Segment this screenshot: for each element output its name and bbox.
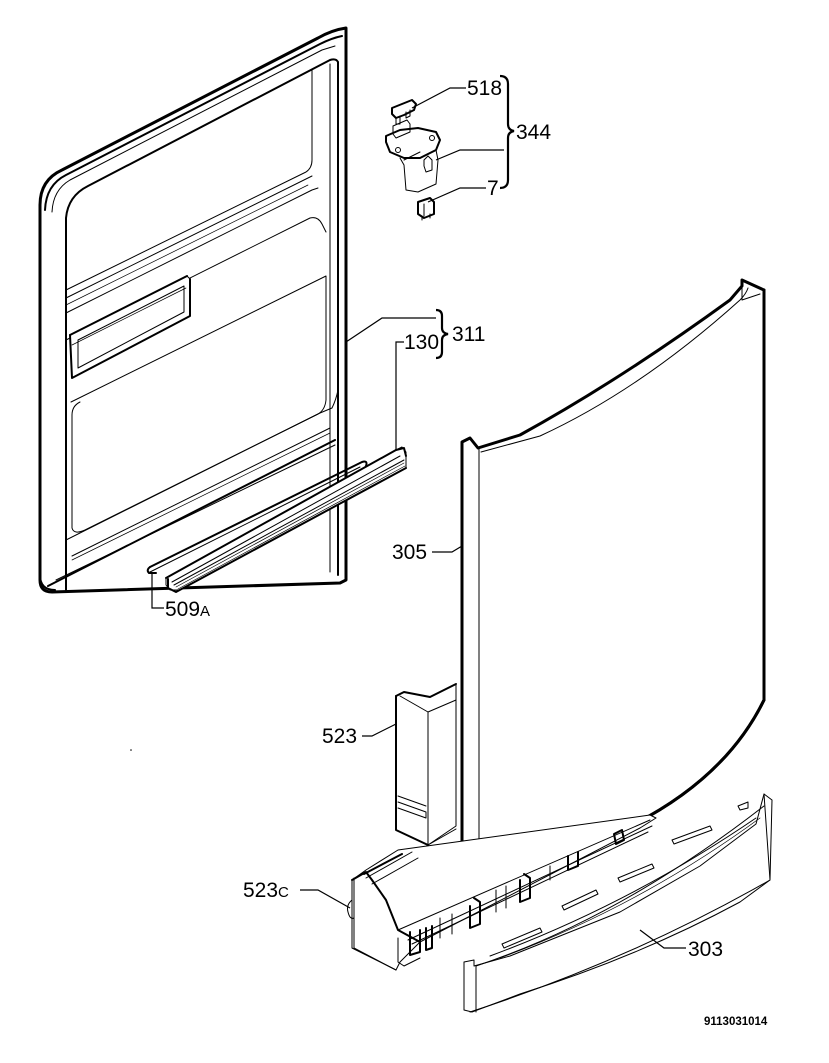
- label-7[interactable]: 7: [487, 177, 499, 200]
- stray-dot: [130, 749, 132, 751]
- door-lock-assembly[interactable]: [385, 99, 441, 221]
- label-523[interactable]: 523: [322, 725, 357, 748]
- label-509a[interactable]: 509A: [165, 598, 210, 621]
- label-518[interactable]: 518: [467, 77, 502, 100]
- micro-switch[interactable]: [417, 197, 435, 221]
- outer-door-panel[interactable]: [460, 278, 766, 868]
- label-523c[interactable]: 523C: [243, 879, 289, 902]
- label-311[interactable]: 311: [452, 323, 485, 346]
- label-130[interactable]: 130: [404, 331, 439, 354]
- leader-lines: [151, 74, 686, 949]
- label-509a-number: 509: [165, 598, 200, 621]
- label-523c-suffix: C: [278, 884, 289, 901]
- bottom-frame[interactable]: [347, 814, 657, 971]
- inner-door-panel[interactable]: [38, 26, 348, 594]
- label-303[interactable]: 303: [688, 938, 723, 961]
- latch-clip[interactable]: [391, 99, 417, 125]
- label-305[interactable]: 305: [392, 541, 427, 564]
- document-number: 9113031014: [704, 1016, 768, 1028]
- handle-recess: [69, 275, 191, 379]
- label-344[interactable]: 344: [516, 121, 551, 144]
- label-523c-number: 523: [243, 879, 278, 902]
- side-trim[interactable]: [395, 683, 457, 846]
- label-509a-suffix: A: [200, 603, 210, 620]
- kick-plate[interactable]: [463, 793, 773, 1013]
- lower-door-seal[interactable]: [165, 446, 407, 593]
